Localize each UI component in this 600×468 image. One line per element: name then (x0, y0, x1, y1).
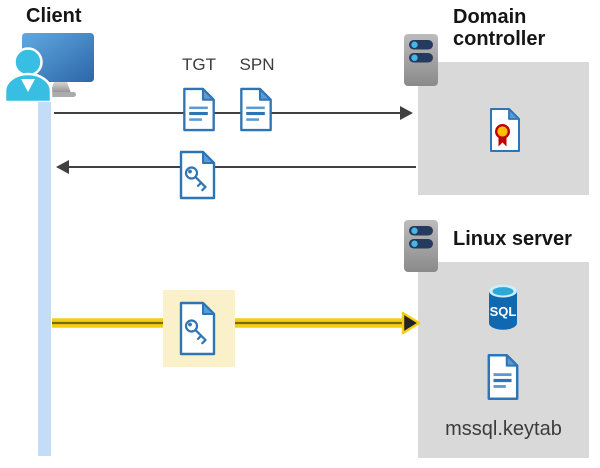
linux-server-title: Linux server (453, 228, 572, 250)
highlighted-auth-arrow (52, 311, 420, 335)
highlighted-key-file-icon (179, 301, 216, 356)
tgt-document-icon (183, 87, 215, 132)
response-key-file-icon (179, 150, 216, 200)
response-arrow-line (68, 166, 416, 168)
client-title: Client (26, 5, 82, 27)
sql-badge-text: SQL (490, 304, 517, 319)
linux-server-server-icon (404, 220, 438, 272)
response-arrowhead-icon (56, 160, 69, 174)
sql-database-icon: SQL (489, 284, 517, 330)
domain-controller-title: Domain controller (453, 6, 546, 51)
keytab-document-icon (487, 353, 519, 401)
request-arrowhead-icon (400, 106, 413, 120)
certificate-file-icon (490, 108, 520, 152)
domain-controller-server-icon (404, 34, 438, 86)
spn-label: SPN (239, 55, 275, 74)
tgt-label: TGT (182, 55, 216, 74)
spn-document-icon (240, 87, 272, 132)
request-arrow-line (54, 112, 402, 114)
keytab-filename-label: mssql.keytab (445, 418, 562, 440)
client-lifeline-bar (38, 88, 51, 456)
client-workstation-icon (3, 33, 94, 102)
